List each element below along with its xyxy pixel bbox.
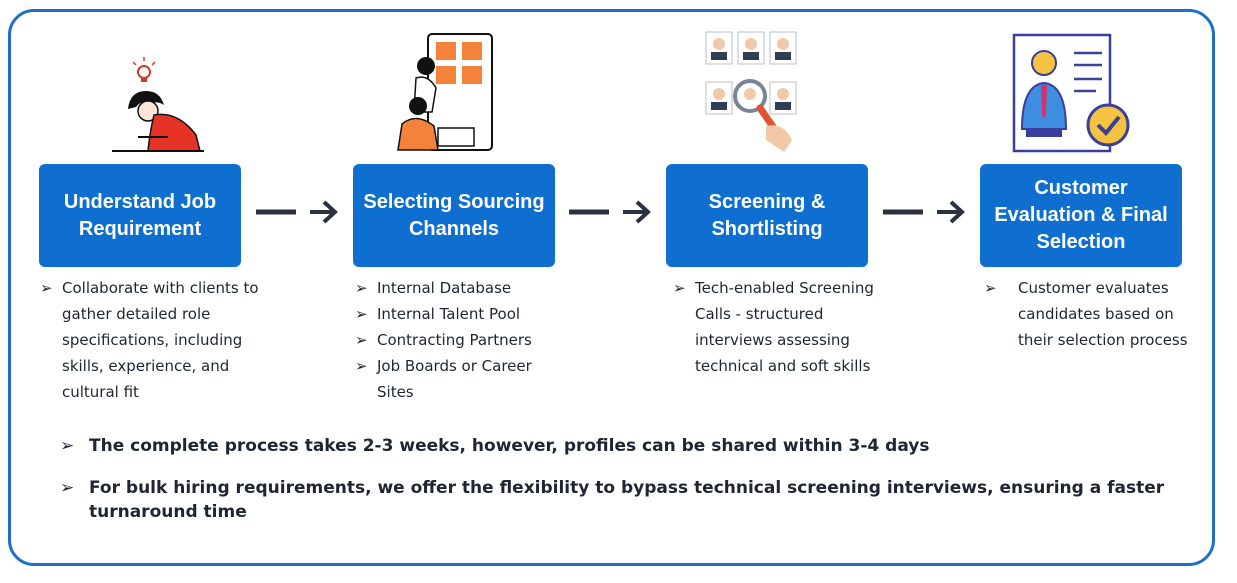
bullet-arrow-icon: ➢ [673, 279, 686, 297]
list-item: ➢Internal Database [355, 275, 570, 301]
team-puzzle-board-icon [386, 30, 506, 156]
process-frame [8, 9, 1215, 566]
arrow-right-icon [883, 197, 967, 231]
candidate-search-icon [704, 30, 800, 156]
list-item: ➢Tech-enabled Screening Calls - structur… [673, 275, 898, 379]
list-item: ➢Customer evaluates candidates based on … [984, 275, 1204, 353]
bullet-arrow-icon: ➢ [355, 357, 368, 375]
step-selecting-sourcing-channels: Selecting Sourcing Channels [353, 164, 555, 267]
candidate-profile-check-icon [1012, 33, 1134, 155]
list-item: ➢Contracting Partners [355, 327, 570, 353]
arrow-right-icon [256, 197, 340, 231]
list-item: ➢Job Boards or Career Sites [355, 353, 570, 405]
bullet-arrow-icon: ➢ [355, 331, 368, 349]
note-item: ➢The complete process takes 2-3 weeks, h… [60, 436, 930, 456]
step-1-details: ➢Collaborate with clients to gather deta… [40, 275, 270, 405]
process-notes: ➢The complete process takes 2-3 weeks, h… [60, 434, 1170, 524]
step-4-details: ➢Customer evaluates candidates based on … [984, 275, 1204, 353]
list-item: ➢Collaborate with clients to gather deta… [40, 275, 270, 405]
bullet-arrow-icon: ➢ [355, 305, 368, 323]
bullet-arrow-icon: ➢ [60, 436, 75, 456]
bullet-arrow-icon: ➢ [40, 279, 53, 297]
arrow-right-icon [569, 197, 653, 231]
bullet-arrow-icon: ➢ [984, 279, 997, 297]
step-3-details: ➢Tech-enabled Screening Calls - structur… [673, 275, 898, 379]
bullet-arrow-icon: ➢ [60, 478, 75, 498]
step-understand-job-requirement: Understand Job Requirement [39, 164, 241, 267]
list-item: ➢Internal Talent Pool [355, 301, 570, 327]
bullet-arrow-icon: ➢ [355, 279, 368, 297]
person-thinking-icon [108, 55, 208, 155]
note-item: ➢For bulk hiring requirements, we offer … [60, 478, 1165, 522]
step-2-details: ➢Internal Database ➢Internal Talent Pool… [355, 275, 570, 405]
step-customer-evaluation: Customer Evaluation & Final Selection [980, 164, 1182, 267]
step-screening-shortlisting: Screening & Shortlisting [666, 164, 868, 267]
